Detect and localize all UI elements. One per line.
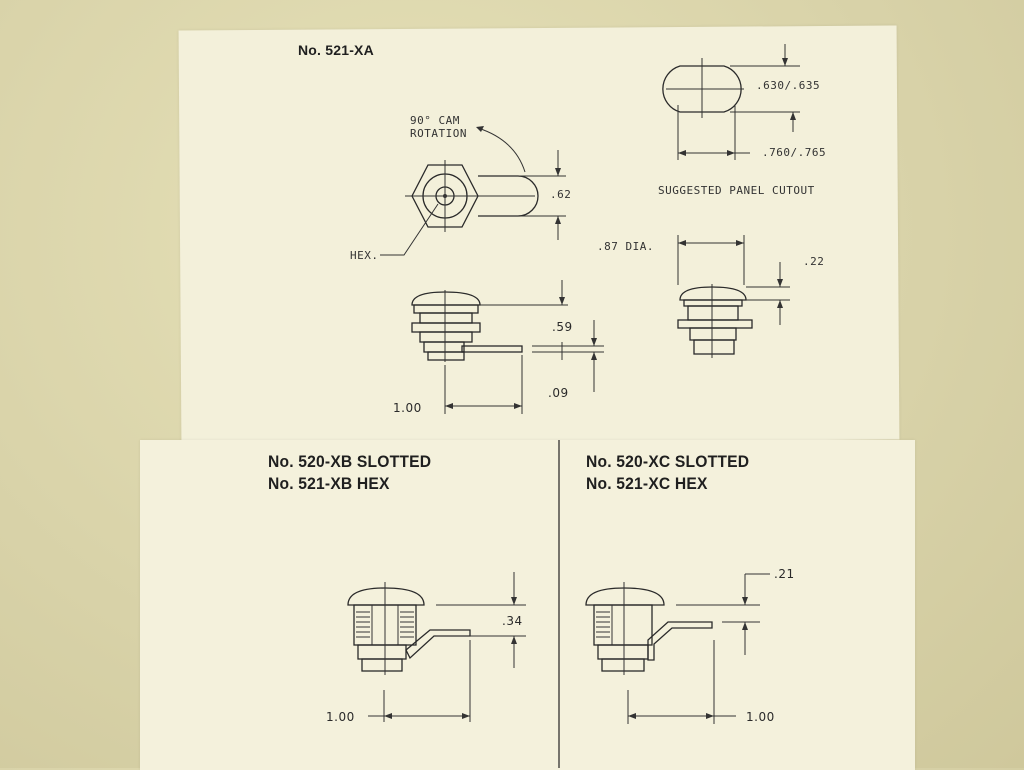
bottom-sheet	[140, 440, 915, 770]
title-520xc-line1: No. 520-XC SLOTTED	[586, 452, 750, 471]
dim-022: .22	[803, 255, 825, 268]
cam-rotation-label-line1: 90° CAM	[410, 114, 460, 127]
cutout-dim-height: .630/.635	[756, 79, 821, 92]
side-view-520xc	[585, 573, 770, 724]
side-view-520xb	[347, 572, 526, 722]
dim-100-br: 1.00	[746, 710, 775, 724]
title-520xb: No. 520-XB SLOTTED No. 521-XB HEX	[268, 451, 431, 495]
title-520xc: No. 520-XC SLOTTED No. 521-XC HEX	[586, 451, 749, 495]
title-521xc-line2: No. 521-XC HEX	[586, 474, 708, 493]
hex-label: HEX.	[350, 249, 379, 262]
dia-label: .87 DIA.	[597, 240, 654, 253]
cam-rotation-label-line2: ROTATION	[410, 127, 467, 140]
dim-100-bl: 1.00	[326, 710, 355, 724]
title-520xb-line1: No. 520-XB SLOTTED	[268, 452, 432, 471]
hex-front-view	[380, 126, 566, 256]
dim-009: .09	[548, 386, 569, 400]
dim-059: .59	[552, 320, 573, 334]
dim-100-top: 1.00	[393, 401, 422, 415]
panel-cutout	[662, 44, 800, 160]
title-521xb-line2: No. 521-XB HEX	[268, 474, 390, 493]
cutout-dim-width: .760/.765	[762, 146, 827, 159]
side-view-521xa	[411, 280, 604, 414]
side-view-dia	[677, 235, 790, 358]
dim-062: .62	[550, 188, 572, 201]
title-521xa: No. 521-XA	[298, 42, 374, 58]
cutout-caption: SUGGESTED PANEL CUTOUT	[658, 184, 815, 197]
dim-021: .21	[774, 567, 795, 581]
dim-034: .34	[502, 614, 523, 628]
